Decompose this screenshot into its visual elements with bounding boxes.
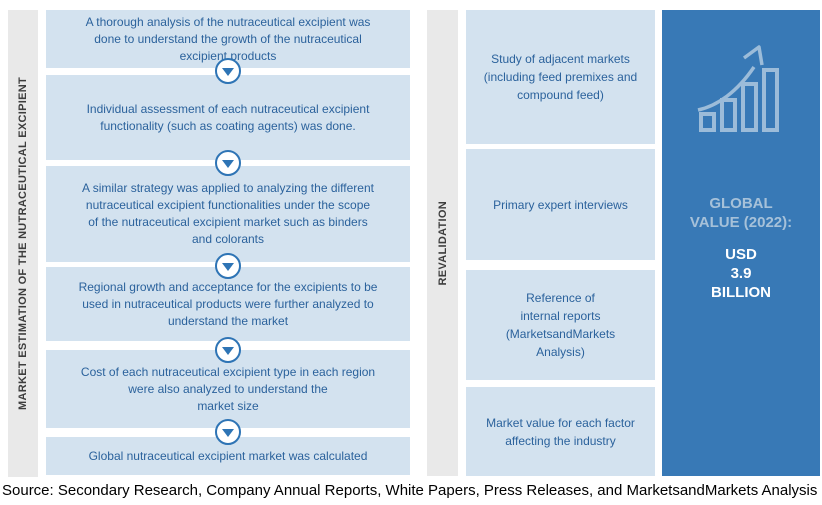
revalidation-rail-label: REVALIDATION — [436, 200, 449, 286]
revalidation-rail: REVALIDATION — [427, 10, 458, 476]
global-value-label: GLOBAL VALUE (2022): — [689, 195, 793, 231]
global-value-amount: USD 3.9 BILLION — [711, 246, 771, 301]
market-estimation-rail-label: MARKET ESTIMATION OF THE NUTRACEUTICAL E… — [17, 77, 29, 410]
down-arrow-icon — [215, 150, 241, 176]
growth-chart-icon — [697, 45, 779, 132]
down-triangle-icon — [222, 68, 234, 76]
down-triangle-icon — [222, 160, 234, 168]
global-value-panel: GLOBAL VALUE (2022): USD 3.9 BILLION — [662, 10, 820, 476]
down-triangle-icon — [222, 347, 234, 355]
revalidation-source-3: Reference of internal reports (Marketsan… — [466, 270, 655, 380]
flow-step-2: Individual assessment of each nutraceuti… — [46, 75, 410, 160]
down-triangle-icon — [222, 429, 234, 437]
down-triangle-icon — [222, 263, 234, 271]
revalidation-source-4: Market value for each factor affecting t… — [466, 387, 655, 476]
market-estimation-rail: MARKET ESTIMATION OF THE NUTRACEUTICAL E… — [8, 10, 38, 477]
flow-step-3: A similar strategy was applied to analyz… — [46, 166, 410, 262]
flow-step-5: Cost of each nutraceutical excipient typ… — [46, 350, 410, 428]
down-arrow-icon — [215, 419, 241, 445]
revalidation-source-2: Primary expert interviews — [466, 149, 655, 260]
revalidation-source-1: Study of adjacent markets (including fee… — [466, 10, 655, 144]
flow-step-4: Regional growth and acceptance for the e… — [46, 267, 410, 341]
down-arrow-icon — [215, 58, 241, 84]
flow-step-6: Global nutraceutical excipient market wa… — [46, 437, 410, 475]
flow-step-1: A thorough analysis of the nutraceutical… — [46, 10, 410, 68]
source-citation: Source: Secondary Research, Company Annu… — [2, 482, 818, 499]
down-arrow-icon — [215, 337, 241, 363]
down-arrow-icon — [215, 253, 241, 279]
